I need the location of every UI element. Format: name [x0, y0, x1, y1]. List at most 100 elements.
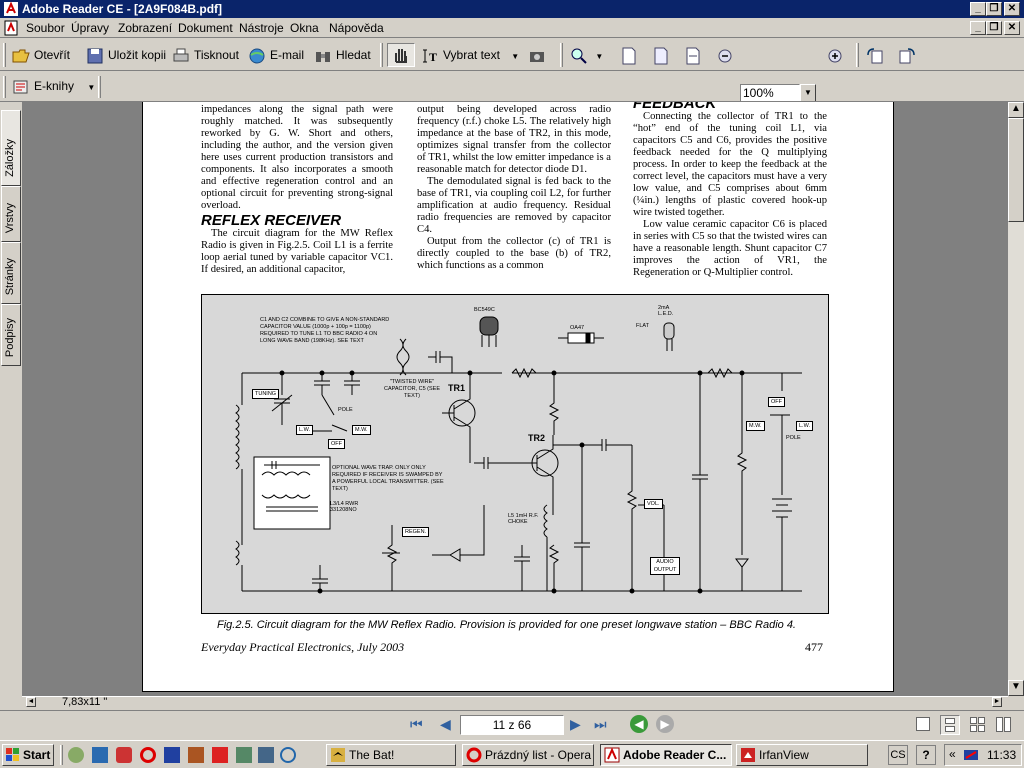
l3l4-label: L3/L4 RWR 331208NO: [330, 501, 359, 513]
col2-paragraph-1: output being developed across radio freq…: [417, 104, 611, 175]
search-button[interactable]: Hledat: [314, 45, 371, 65]
chevron-down-icon[interactable]: ▼: [511, 52, 520, 61]
quicklaunch-app-icon-7[interactable]: [212, 747, 228, 763]
menu-zobrazeni[interactable]: Zobrazení: [118, 21, 173, 35]
language-indicator[interactable]: CS: [888, 745, 908, 765]
zoom-input[interactable]: [740, 84, 800, 102]
task-label: Adobe Reader C...: [623, 748, 727, 762]
doc-minimize-button[interactable]: _: [970, 21, 986, 35]
tab-pages[interactable]: Stránky: [1, 242, 21, 304]
tr1-label: TR1: [448, 383, 466, 393]
single-page-icon[interactable]: [916, 717, 930, 731]
menu-napoveda[interactable]: Nápověda: [329, 21, 384, 35]
print-button[interactable]: Tisknout: [172, 45, 239, 65]
zoom-tool-button[interactable]: ▼: [570, 45, 603, 65]
page-number: 477: [805, 640, 823, 654]
svg-text:T: T: [429, 50, 437, 64]
go-forward-icon[interactable]: ▶: [656, 715, 674, 733]
fit-page-button[interactable]: [652, 45, 674, 65]
task-opera[interactable]: Prázdný list - Opera ...: [462, 744, 594, 766]
menu-nastroje[interactable]: Nástroje: [239, 21, 284, 35]
document-icon[interactable]: [3, 20, 19, 36]
scroll-up-button[interactable]: ▲: [1008, 102, 1024, 118]
quicklaunch-app-icon-9[interactable]: [258, 747, 274, 763]
actual-size-button[interactable]: [620, 45, 642, 65]
zoom-dropdown-icon[interactable]: ▼: [595, 52, 604, 61]
heading-feedback: FEEDBACK: [633, 102, 717, 112]
tab-signatures[interactable]: Podpisy: [1, 304, 21, 366]
close-button[interactable]: ✕: [1004, 2, 1020, 16]
previous-page-icon[interactable]: ◀: [440, 716, 451, 732]
hand-tool-button[interactable]: [387, 43, 415, 67]
document-pane[interactable]: impedances along the signal path were ro…: [22, 102, 1008, 696]
hand-icon: [395, 49, 407, 63]
quicklaunch-app-icon-6[interactable]: [188, 747, 204, 763]
tray-expand-icon[interactable]: «: [949, 747, 956, 761]
adobe-reader-icon: [3, 1, 19, 17]
main-toolbar: Otevřít Uložit kopii Tisknout E-mail Hle…: [0, 39, 1024, 102]
window-title: Adobe Reader CE - [2A9F084B.pdf]: [22, 2, 223, 16]
ie-quicklaunch-icon[interactable]: [280, 747, 296, 763]
next-page-icon[interactable]: ▶: [570, 716, 581, 732]
tab-bookmarks[interactable]: Záložky: [1, 110, 21, 186]
scroll-right-button[interactable]: ►: [992, 697, 1002, 707]
tuning-label: TUNING: [252, 389, 280, 399]
menu-dokument[interactable]: Dokument: [178, 21, 233, 35]
first-page-icon[interactable]: ⏮: [410, 716, 423, 732]
page-number-input[interactable]: [460, 715, 564, 735]
scroll-down-button[interactable]: ▼: [1008, 680, 1024, 696]
title-bar: Adobe Reader CE - [2A9F084B.pdf] _ ❐ ✕: [0, 0, 1024, 18]
menu-soubor[interactable]: Soubor: [26, 21, 65, 35]
restore-button[interactable]: ❐: [986, 2, 1002, 16]
continuous-facing-icon[interactable]: [996, 717, 1012, 733]
ebooks-button[interactable]: E-knihy ▼: [12, 76, 95, 96]
quicklaunch-app-icon-3[interactable]: [116, 747, 132, 763]
vertical-scrollbar[interactable]: ▲ ▼: [1008, 102, 1024, 696]
page-size-label: 7,83x11 ": [62, 696, 108, 708]
start-button[interactable]: Start: [2, 744, 54, 766]
save-copy-button[interactable]: Uložit kopii: [86, 45, 166, 65]
bc549c-top-label: BC549C: [474, 307, 495, 313]
opera-quicklaunch-icon[interactable]: [140, 747, 156, 763]
go-back-icon[interactable]: ◀: [630, 715, 648, 733]
zoom-out-button[interactable]: [716, 45, 738, 65]
quicklaunch-app-icon-1[interactable]: [68, 747, 84, 763]
open-button[interactable]: Otevřít: [12, 45, 70, 65]
open-label: Otevřít: [34, 48, 71, 62]
last-page-icon[interactable]: ⏭: [594, 716, 607, 732]
facing-pages-icon[interactable]: [970, 717, 986, 733]
zoom-in-button[interactable]: [826, 45, 848, 65]
rotate-right-button[interactable]: [898, 45, 920, 65]
help-icon[interactable]: ?: [916, 745, 936, 765]
camera-icon: [530, 51, 544, 62]
rotate-left-button[interactable]: [866, 45, 888, 65]
quicklaunch-app-icon-2[interactable]: [92, 747, 108, 763]
irfanview-icon: [741, 748, 755, 762]
horizontal-scrollbar[interactable]: ◄ 7,83x11 " ►: [22, 696, 1008, 708]
minimize-button[interactable]: _: [970, 2, 986, 16]
network-tray-icon[interactable]: [963, 747, 979, 763]
scroll-left-button[interactable]: ◄: [26, 697, 36, 707]
scroll-thumb[interactable]: [1008, 118, 1024, 222]
doc-restore-button[interactable]: ❐: [986, 21, 1002, 35]
doc-close-button[interactable]: ✕: [1004, 21, 1020, 35]
quicklaunch-app-icon-5[interactable]: [164, 747, 180, 763]
quicklaunch-app-icon-8[interactable]: [236, 747, 252, 763]
opera-icon: [466, 747, 482, 763]
continuous-page-icon[interactable]: [940, 715, 960, 735]
ebooks-dropdown-icon[interactable]: ▼: [87, 83, 96, 92]
tab-layers[interactable]: Vrstvy: [1, 186, 21, 242]
menu-upravy[interactable]: Úpravy: [71, 21, 110, 35]
task-irfanview[interactable]: IrfanView: [736, 744, 868, 766]
choke-label: L5 1mH R.F. CHOKE: [508, 513, 539, 525]
menu-okna[interactable]: Okna: [290, 21, 319, 35]
globe-mail-icon: [249, 48, 265, 64]
snapshot-button[interactable]: [528, 45, 550, 65]
email-button[interactable]: E-mail: [248, 45, 304, 65]
toolbar-separator: [380, 43, 383, 67]
task-the-bat[interactable]: The Bat!: [326, 744, 456, 766]
fit-width-button[interactable]: [684, 45, 706, 65]
task-adobe-reader[interactable]: Adobe Reader C...: [600, 744, 732, 766]
tr2-label: TR2: [528, 433, 546, 443]
